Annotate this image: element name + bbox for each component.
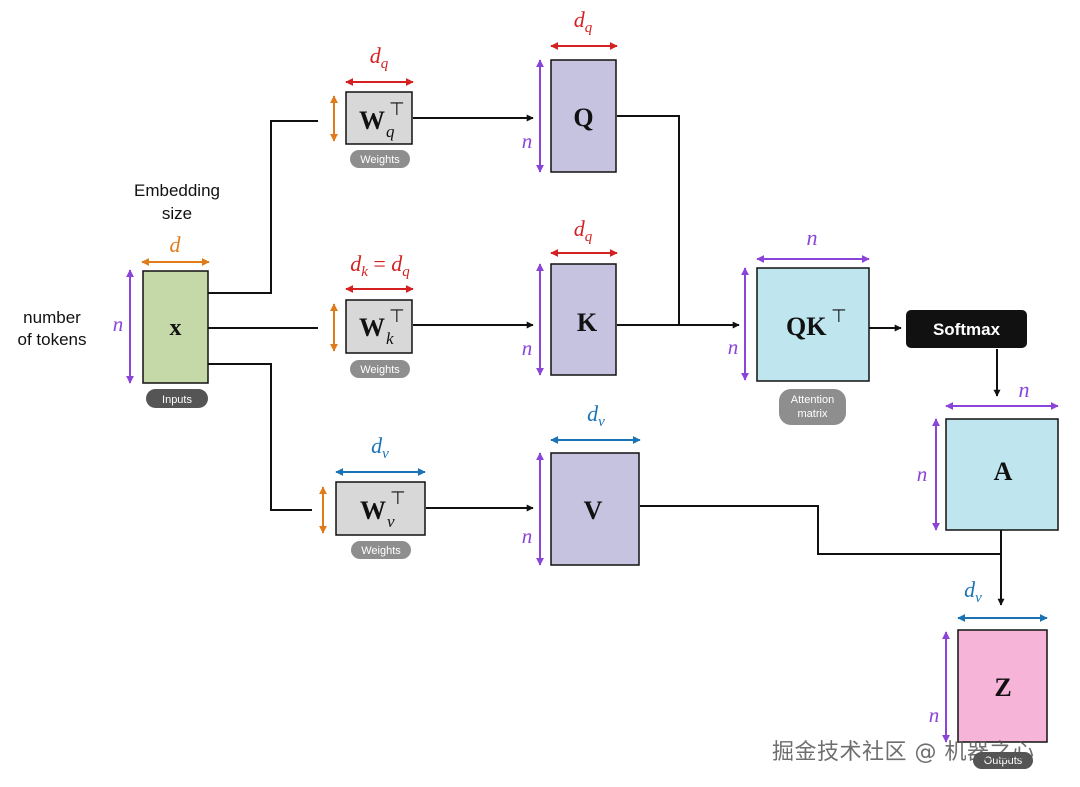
key-k-group: dq n K	[522, 216, 618, 376]
weight-wq-label: Wq	[359, 106, 395, 141]
weight-wq-group: dq Wq ⊤ Weights	[330, 43, 414, 168]
attention-a-box	[945, 418, 1059, 531]
input-x-box	[142, 270, 209, 384]
key-k-box	[550, 263, 617, 376]
tokens-label-line1: number	[23, 308, 81, 327]
dim-n-label-x: n	[113, 312, 124, 336]
weight-wv-transpose: ⊤	[390, 488, 406, 508]
value-v-group: dv n V	[522, 401, 641, 566]
query-q-label: Q	[573, 103, 593, 132]
inputs-tag-label: Inputs	[162, 394, 192, 406]
weights-tag-wq-label: Weights	[360, 154, 400, 166]
embedding-size-label: Embedding size	[134, 181, 220, 223]
dim-dv-label-v: dv	[587, 401, 605, 430]
dim-dq-label-k: dq	[574, 216, 593, 245]
attention-qk-box	[756, 267, 870, 382]
attention-a-label: A	[994, 457, 1013, 486]
weight-wk-transpose: ⊤	[389, 306, 405, 326]
dim-dq-label-wq: dq	[370, 43, 389, 72]
weights-tag-wk	[350, 360, 410, 378]
weight-wk-box	[345, 299, 413, 354]
softmax-label: Softmax	[933, 320, 1001, 339]
weight-wv-label: Wv	[360, 496, 395, 531]
output-z-group: dv n Z Outputs	[929, 577, 1048, 769]
weights-tag-wv	[351, 541, 411, 559]
weight-wq-box	[345, 91, 413, 145]
dim-n-label-a-top: n	[1019, 377, 1030, 402]
dim-n-label-q: n	[522, 129, 533, 153]
weight-wk-group: dk = dq Wk ⊤ Weights	[330, 251, 414, 378]
inputs-tag	[146, 389, 208, 408]
dim-n-label-z: n	[929, 703, 940, 727]
connector-v-to-z	[640, 505, 1001, 555]
dim-dk-eq-dq-label: dk = dq	[350, 251, 410, 280]
dim-d-label: d	[170, 232, 182, 257]
weight-wv-box	[335, 481, 426, 536]
output-z-label: Z	[994, 673, 1011, 702]
embedding-label-line2: size	[162, 204, 192, 223]
connector-q-to-qk	[617, 115, 680, 325]
number-of-tokens-label: number of tokens	[18, 308, 87, 349]
attention-qk-transpose: ⊤	[831, 306, 847, 326]
connectors	[208, 114, 1005, 606]
weights-tag-wq	[350, 150, 410, 168]
query-q-box	[550, 59, 617, 173]
dim-n-label-qk-top: n	[807, 225, 818, 250]
attention-qk-group: n n QK ⊤ Attention matrix	[728, 225, 870, 425]
dim-dq-label-q: dq	[574, 7, 593, 36]
dim-dv-label-wv: dv	[371, 433, 389, 462]
dim-n-label-a-side: n	[917, 462, 928, 486]
input-x-label: x	[170, 315, 182, 341]
softmax-group: Softmax	[906, 310, 1027, 348]
value-v-label: V	[584, 496, 603, 525]
tokens-label-line2: of tokens	[18, 330, 87, 349]
query-q-group: dq n Q	[522, 7, 618, 173]
value-v-box	[550, 452, 640, 566]
weight-wk-label: Wk	[359, 313, 394, 348]
input-x-group: d n x Inputs	[113, 232, 210, 408]
dim-n-label-qk-side: n	[728, 335, 739, 359]
outputs-tag-label: Outputs	[984, 755, 1023, 767]
weights-tag-wv-label: Weights	[361, 545, 401, 557]
watermark-text: 掘金技术社区 @ 机器之心	[772, 740, 1035, 765]
key-k-label: K	[577, 308, 598, 337]
connector-x-to-wq	[208, 120, 318, 294]
attention-matrix-tag-line2: matrix	[798, 408, 828, 420]
softmax-box	[906, 310, 1027, 348]
attention-qk-label: QK	[786, 312, 827, 341]
embedding-label-line1: Embedding	[134, 181, 220, 200]
attention-matrix-tag-line1: Attention	[791, 394, 834, 406]
weights-tag-wk-label: Weights	[360, 364, 400, 376]
attention-a-group: n n A	[917, 377, 1059, 531]
weight-wq-transpose: ⊤	[389, 99, 405, 119]
outputs-tag	[973, 752, 1033, 769]
dim-n-label-v: n	[522, 524, 533, 548]
weight-wv-group: dv Wv ⊤ Weights	[319, 433, 426, 559]
dim-dv-label-z: dv	[964, 577, 982, 606]
connector-x-to-wv	[208, 363, 312, 511]
attention-matrix-tag	[779, 389, 846, 425]
dim-n-label-k: n	[522, 336, 533, 360]
output-z-box	[957, 629, 1048, 743]
